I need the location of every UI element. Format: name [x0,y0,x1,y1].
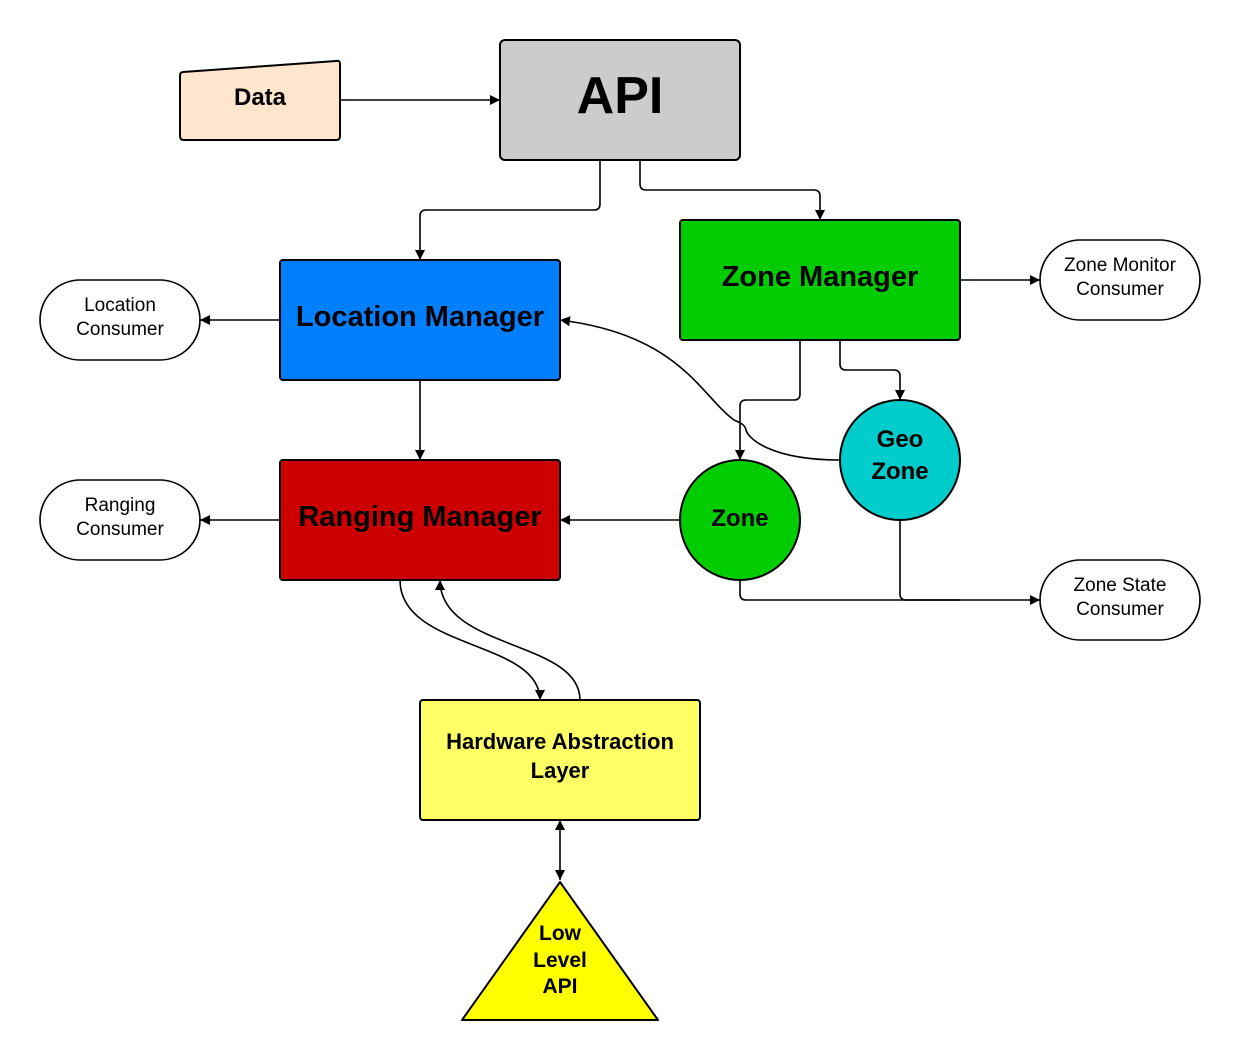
location-consumer-shape [39,279,201,361]
zone-state-consumer-label-line1: Zone State [1074,575,1167,596]
zone-monitor-consumer-node[interactable]: Zone Monitor Consumer [1039,239,1201,321]
zone-manager-node[interactable]: Zone Manager [679,219,961,341]
edge-geo-zone-to-location-manager [559,316,841,461]
data-shape [179,59,341,141]
geo-zone-label-line1: Geo [877,426,924,453]
edge-zone-to-zone-state-consumer [739,580,1040,605]
edges [200,95,1040,880]
ranging-manager-shape [279,459,561,581]
edge-zone-manager-to-zone [735,340,801,460]
hal-label-line1: Hardware Abstraction [446,729,674,754]
ranging-consumer-label-line2: Consumer [76,519,164,540]
ranging-consumer-label-line1: Ranging [85,495,156,516]
low-level-api-label-line2: Level [533,949,587,972]
location-consumer-label-line1: Location [84,295,156,316]
zone-monitor-consumer-shape [1039,239,1201,321]
ranging-consumer-shape [39,479,201,561]
hal-label-line2: Layer [531,758,590,783]
edge-ranging-manager-to-hal [399,579,545,701]
geo-zone-node[interactable]: Geo Zone [839,399,961,521]
zone-state-consumer-shape [1039,559,1201,641]
edge-geo-zone-to-zone-state-consumer [899,520,960,601]
data-node[interactable]: Data [179,59,341,141]
edge-api-to-zone-manager [639,160,825,220]
ranging-manager-label: Ranging Manager [298,501,541,533]
api-label: API [577,67,664,125]
zone-manager-label: Zone Manager [722,261,919,293]
low-level-api-label-line1: Low [539,922,582,945]
zone-state-consumer-node[interactable]: Zone State Consumer [1039,559,1201,641]
ranging-consumer-node[interactable]: Ranging Consumer [39,479,201,561]
zone-monitor-consumer-label-line1: Zone Monitor [1064,255,1177,276]
low-level-api-shape [461,881,659,1021]
ranging-manager-node[interactable]: Ranging Manager [279,459,561,581]
zone-manager-shape [679,219,961,341]
location-manager-node[interactable]: Location Manager [279,259,561,381]
data-label: Data [234,84,287,111]
edge-api-to-location-manager [415,160,601,260]
location-consumer-node[interactable]: Location Consumer [39,279,201,361]
low-level-api-node[interactable]: Low Level API [461,881,659,1021]
edge-hal-to-ranging-manager [435,579,581,701]
api-shape [499,39,741,161]
location-consumer-label-line2: Consumer [76,319,164,340]
hal-node[interactable]: Hardware Abstraction Layer [419,699,701,821]
edge-zone-manager-to-geo-zone [839,340,905,400]
geo-zone-shape [839,399,961,521]
zone-monitor-consumer-label-line2: Consumer [1076,279,1164,300]
location-manager-label: Location Manager [296,301,544,333]
geo-zone-label-line2: Zone [871,458,928,485]
zone-label: Zone [711,505,768,532]
zone-node[interactable]: Zone [679,459,801,581]
location-manager-shape [279,259,561,381]
hal-shape [419,699,701,821]
zone-shape [679,459,801,581]
api-node[interactable]: API [499,39,741,161]
zone-state-consumer-label-line2: Consumer [1076,599,1164,620]
low-level-api-label-line3: API [542,975,577,998]
